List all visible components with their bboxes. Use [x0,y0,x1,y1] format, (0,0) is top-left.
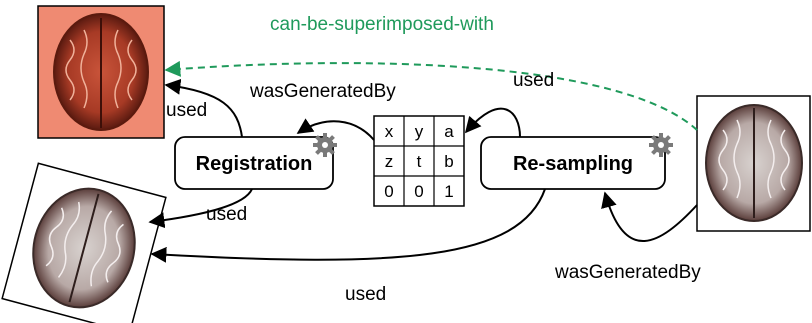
gear-icon [313,133,337,157]
used-label: used [206,204,247,225]
used-label: used [345,284,386,305]
resampling-label: Re-sampling [513,153,633,175]
matrix-cell: 0 [414,182,423,201]
registration-used-image-edge [148,188,253,229]
matrix-generated-by-edge [296,118,375,141]
registration-process: Registration [174,136,334,190]
superimposed-edge [164,60,698,131]
source-brain-image [696,95,811,232]
matrix-cell: b [444,152,453,171]
matrix-cell: t [417,152,422,171]
matrix-cell: 1 [444,182,453,201]
registration-used-edge [164,78,243,138]
used-label: used [513,70,554,91]
transformation-matrix: x y a z t b 0 0 1 [373,115,465,207]
image-generated-by-edge [601,191,698,242]
matrix-cell: a [444,122,454,141]
matrix-cell: 0 [384,182,393,201]
matrix-cell: x [385,122,394,141]
matrix-cell: z [385,152,394,171]
superimposed-label: can-be-superimposed-with [270,14,494,35]
generated-label: wasGeneratedBy [249,81,396,102]
matrix-cell: y [415,122,424,141]
gear-icon [649,133,673,157]
used-label: used [166,100,207,121]
generated-label: wasGeneratedBy [554,262,701,283]
registration-label: Registration [196,153,313,175]
registered-brain-image [1,162,167,323]
resampling-process: Re-sampling [480,136,666,190]
resampling-used-image-edge [150,188,546,263]
superimposed-brain-image [37,5,165,139]
resampling-used-matrix-edge [464,107,521,138]
